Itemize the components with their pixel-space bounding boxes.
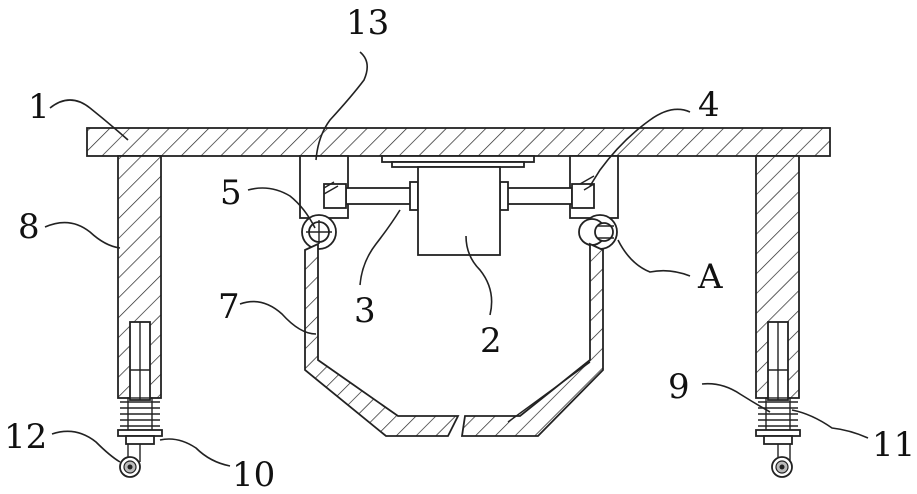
left-tray-half: [305, 244, 458, 436]
label-13: 13: [346, 3, 389, 43]
label-12: 12: [4, 417, 47, 457]
label-9: 9: [668, 367, 690, 407]
motor-mount-plate: [382, 156, 534, 167]
right-spring: [758, 398, 798, 430]
label-5: 5: [220, 173, 242, 213]
left-telescopic-rod: [130, 322, 150, 400]
label-4: 4: [698, 85, 720, 125]
label-A: A: [697, 257, 723, 297]
right-caster: [756, 430, 800, 477]
label-7: 7: [218, 287, 240, 327]
left-clamp-head: [324, 182, 346, 208]
right-telescopic-rod: [768, 322, 788, 400]
right-hinge-detail-A: [579, 215, 617, 249]
label-10: 10: [232, 455, 275, 494]
label-1: 1: [28, 87, 50, 127]
label-3: 3: [354, 291, 376, 331]
left-hinge: [302, 215, 336, 249]
left-spring: [120, 398, 160, 430]
label-2: 2: [480, 321, 502, 361]
label-11: 11: [872, 425, 915, 465]
leader-lines: [45, 52, 868, 466]
left-caster: [118, 430, 162, 477]
label-8: 8: [18, 207, 40, 247]
motor: [418, 167, 500, 255]
table-top: [87, 128, 830, 156]
